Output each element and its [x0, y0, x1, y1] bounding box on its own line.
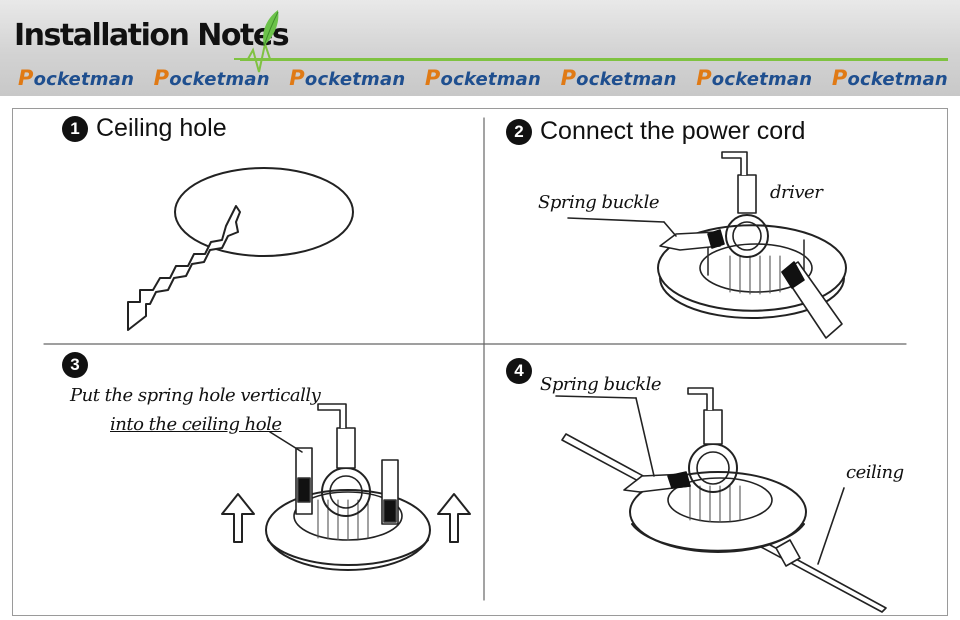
brand-row: Pocketman Pocketman Pocketman Pocketman Pock…	[18, 66, 948, 90]
put-spring-hole-label-line1: Put the spring hole vertically	[70, 385, 321, 406]
step2-title-text: Connect the power cord	[540, 117, 806, 145]
brand-logo-text: Pocketman	[696, 66, 813, 90]
step4-fixture-drawing	[555, 387, 887, 613]
saw-blade	[127, 205, 241, 331]
up-arrow-right	[437, 493, 471, 543]
step1-saw-drawing	[127, 167, 354, 331]
ceiling-label: ceiling	[846, 462, 904, 483]
leaf-pulse-icon	[234, 10, 294, 73]
ceiling-hole-ellipse	[174, 167, 354, 257]
step2-title: 2 Connect the power cord	[506, 117, 805, 146]
step3-title: 3	[62, 352, 96, 378]
spring-buckle-label-step4: Spring buckle	[540, 374, 662, 395]
brand-logo-text: Pocketman	[424, 66, 542, 90]
step3-fixture-drawing	[221, 403, 471, 571]
brand-logo-text: Pocketman	[560, 66, 677, 90]
driver-label: driver	[770, 182, 823, 203]
up-arrow-left	[221, 493, 255, 543]
brand-logo-text: Pocketman	[153, 66, 270, 90]
brand-logo-text: Pocketman	[18, 66, 135, 90]
step3-number-badge: 3	[62, 352, 88, 378]
step1-title: 1 Ceiling hole	[62, 114, 227, 143]
step1-number-badge: 1	[62, 115, 88, 142]
spring-buckle-label-step2: Spring buckle	[538, 192, 660, 213]
step1-title-text: Ceiling hole	[96, 114, 227, 142]
header-accent-line	[240, 58, 948, 61]
step2-number-badge: 2	[506, 118, 532, 145]
page-title: Installation Notes	[14, 18, 290, 53]
brand-logo-text: Pocketman	[289, 66, 406, 90]
brand-logo-text: Pocketman	[831, 66, 948, 90]
step4-title: 4	[506, 358, 540, 384]
put-spring-hole-label-line2: into the ceiling hole	[110, 414, 282, 435]
step2-fixture-drawing	[567, 151, 847, 339]
step4-number-badge: 4	[506, 358, 532, 384]
